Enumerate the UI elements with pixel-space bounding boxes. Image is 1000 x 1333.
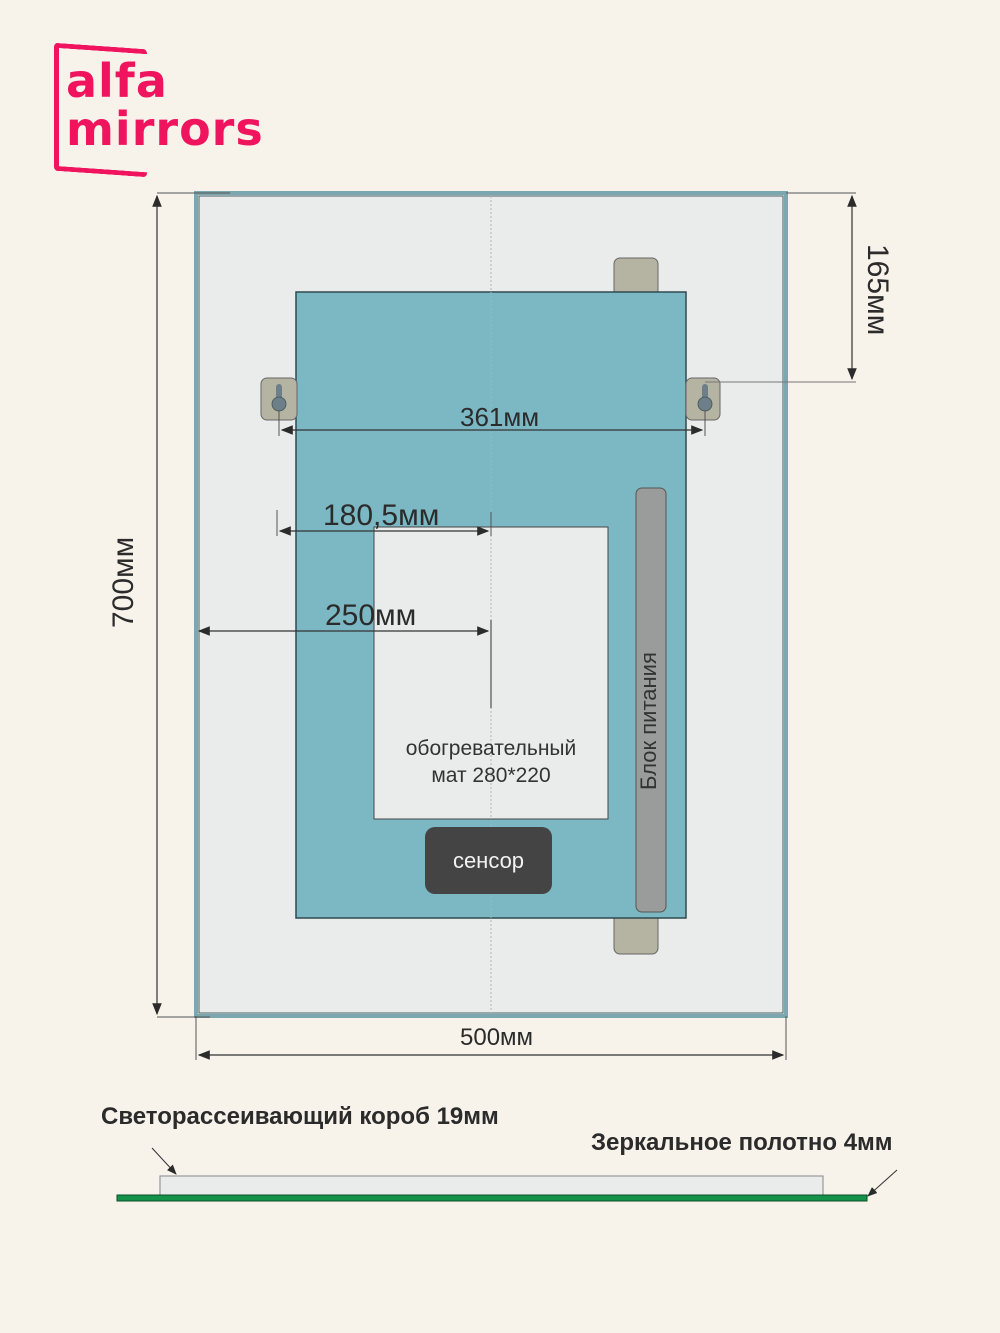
brand-logo: alfa mirrors [52, 42, 322, 178]
mount-spacing-label: 361мм [460, 402, 540, 432]
height-dimension-label: 700мм [107, 536, 140, 628]
width-dimension-label: 500мм [460, 1024, 534, 1051]
top-offset-label: 165мм [861, 244, 894, 336]
diffuser-box-side [159, 1175, 824, 1197]
half-spacing-label: 180,5мм [323, 499, 440, 532]
logo-text-alfa: alfa [66, 54, 168, 108]
diffuser-box-label: Светорассеивающий короб 19мм [101, 1103, 499, 1130]
mirror-glass-side [116, 1194, 868, 1202]
logo-text-mirrors: mirrors [66, 102, 264, 156]
mirror-glass-label: Зеркальное полотно 4мм [591, 1129, 893, 1156]
heating-mat-label: обогревательный мат 280*220 [374, 735, 608, 789]
top-bracket [613, 257, 659, 297]
right-keyhole-mount [685, 377, 721, 421]
left-keyhole-mount [260, 377, 298, 421]
power-supply [635, 487, 667, 913]
heating-mat-label-line2: мат 280*220 [431, 764, 551, 787]
sensor-block: сенсор [425, 827, 552, 894]
heating-mat-label-line1: обогревательный [405, 737, 577, 760]
sensor-label: сенсор [452, 847, 525, 873]
half-width-label: 250мм [325, 599, 417, 632]
power-supply-label: Блок питания [636, 652, 661, 790]
